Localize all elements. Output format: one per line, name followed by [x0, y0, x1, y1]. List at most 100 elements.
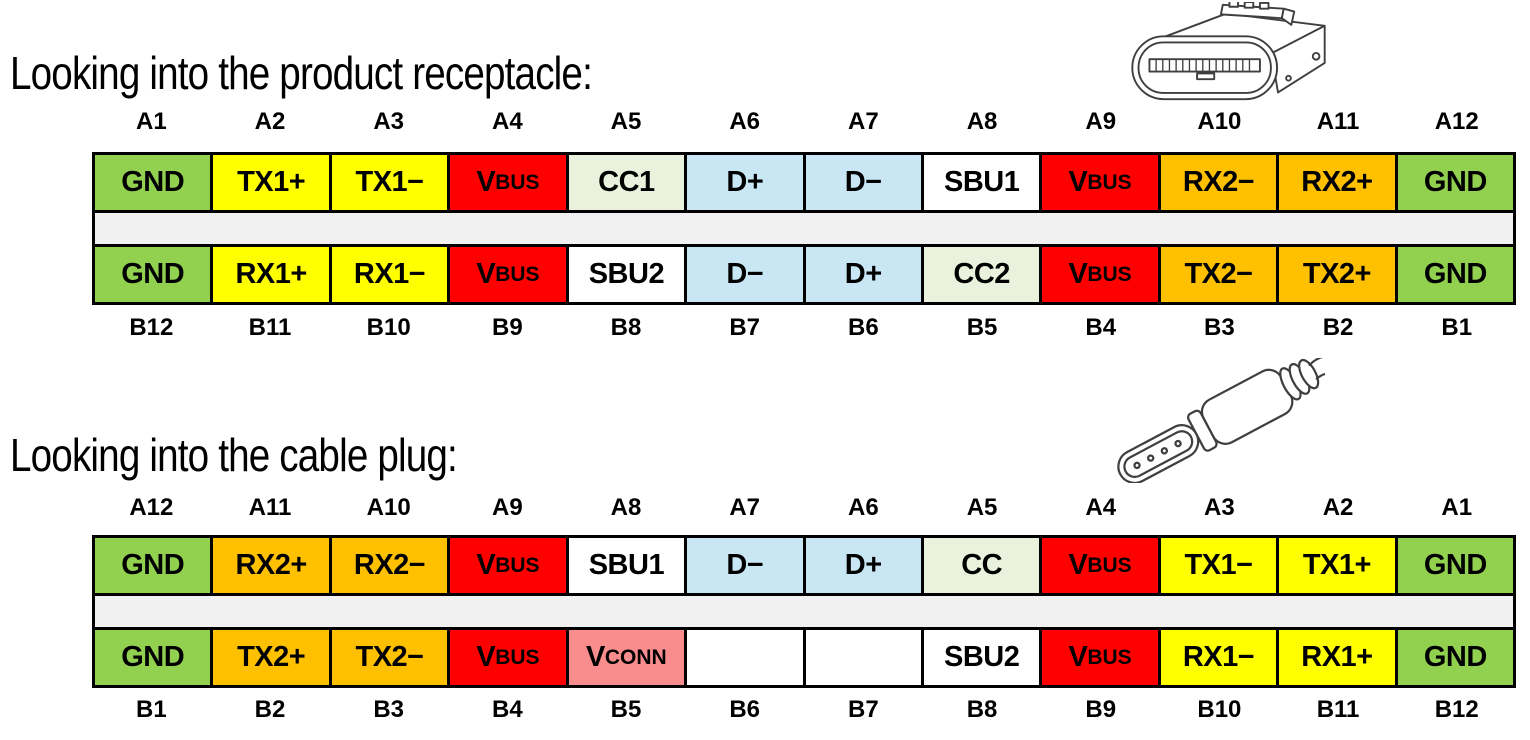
pin-cell-cc: CC: [920, 538, 1040, 593]
pin-cell-sbu1: SBU1: [565, 538, 685, 593]
pin-number-label: A4: [492, 108, 523, 135]
pin-cell-d+: D+: [684, 155, 803, 210]
pin-label: D−: [726, 258, 764, 290]
pin-cell-gnd: GND: [95, 538, 211, 593]
pin-cell-gnd: GND: [95, 155, 211, 210]
pin-label: GND: [121, 166, 185, 198]
pin-number-label: B11: [1316, 696, 1360, 723]
pin-label: V: [476, 258, 496, 290]
pin-label: GND: [1423, 641, 1487, 673]
pin-number-label: A8: [610, 494, 642, 521]
pin-cell-gnd: GND: [1394, 630, 1514, 685]
usbc-plug-icon: [1110, 358, 1325, 483]
pin-label-smallcaps: BUS: [495, 553, 540, 577]
pin-number-label: A9: [1085, 108, 1117, 135]
pin-label: RX2+: [1301, 166, 1373, 198]
pin-number-label: B6: [848, 314, 879, 341]
pin-label: CC2: [953, 258, 1010, 290]
pin-cell-rx2+: RX2+: [1276, 155, 1395, 210]
pin-number-label: B6: [729, 696, 761, 723]
pin-label: CC: [961, 549, 1003, 581]
pin-cell-gnd: GND: [95, 630, 211, 685]
pin-cell-rx1-: RX1−: [1157, 630, 1277, 685]
pin-number-label: A5: [966, 494, 998, 521]
pin-label: SBU1: [943, 166, 1020, 198]
pin-label-smallcaps: BUS: [495, 170, 540, 194]
pin-number-label: B11: [248, 314, 292, 341]
pin-label: V: [476, 641, 496, 673]
pin-cell-gnd: GND: [1394, 538, 1514, 593]
pin-number-label: A2: [1322, 494, 1354, 521]
pin-number-label: A3: [373, 108, 405, 135]
pin-number-label: A12: [1434, 108, 1479, 135]
pin-cell-empty: [684, 630, 803, 685]
pin-number-label: A8: [966, 108, 998, 135]
pin-label: TX1+: [1302, 549, 1372, 581]
pin-number-label: B2: [1322, 314, 1354, 341]
pin-label: V: [476, 549, 496, 581]
pin-cell-empty: [802, 630, 921, 685]
pin-label: TX1−: [355, 166, 424, 198]
pin-number-label: B1: [135, 696, 167, 723]
pin-label: GND: [1423, 258, 1487, 290]
pin-number-label: B12: [1434, 696, 1479, 723]
pin-number-label: B5: [966, 314, 998, 341]
pin-label: RX1+: [1301, 641, 1373, 673]
receptacle-section-title: Looking into the product receptacle:: [10, 47, 593, 99]
pin-number-label: A4: [1085, 494, 1117, 521]
pin-cell-tx1+: TX1+: [1276, 538, 1395, 593]
pin-number-label: B7: [848, 696, 879, 723]
pin-cell-d+: D+: [802, 538, 921, 593]
pin-label: D−: [844, 166, 882, 198]
pin-label: V: [1068, 166, 1088, 198]
pin-label: RX1+: [235, 258, 307, 290]
pin-label: V: [1068, 258, 1088, 290]
pin-number-label: B8: [966, 696, 998, 723]
pin-label: RX2−: [1182, 166, 1255, 198]
pin-cell-rx1+: RX1+: [1276, 630, 1395, 685]
pin-label: CC1: [598, 166, 655, 198]
pin-number-label: A1: [135, 108, 167, 135]
pin-number-label: A3: [1204, 494, 1235, 521]
pin-label-smallcaps: CONN: [604, 645, 667, 669]
pin-label: V: [1068, 641, 1088, 673]
pin-cell-d-: D−: [802, 155, 921, 210]
pin-label: GND: [121, 258, 185, 290]
pin-number-label: B12: [129, 314, 174, 341]
pin-cell-d+: D+: [802, 247, 921, 302]
pin-label: RX2+: [235, 549, 307, 581]
pin-cell-tx2+: TX2+: [1276, 247, 1395, 302]
pin-number-label: B5: [610, 696, 642, 723]
pin-cell-gnd: GND: [1394, 247, 1514, 302]
pin-label: TX1+: [237, 166, 306, 198]
pin-label: TX2−: [355, 641, 424, 673]
pin-number-label: B3: [373, 696, 405, 723]
pin-cell-d-: D−: [684, 538, 803, 593]
pin-cell-d-: D−: [684, 247, 803, 302]
pin-label-smallcaps: BUS: [1087, 645, 1132, 669]
pin-cell-tx2-: TX2−: [328, 630, 448, 685]
pin-number-label: B8: [610, 314, 642, 341]
pin-number-label: B10: [366, 314, 411, 341]
pin-label: RX1−: [1182, 641, 1255, 673]
pin-label-smallcaps: BUS: [495, 262, 540, 286]
pin-label: D+: [844, 549, 882, 581]
pin-label: GND: [121, 641, 185, 673]
pin-number-label: A10: [366, 494, 411, 521]
pin-number-label: A1: [1441, 494, 1473, 521]
pin-number-label: A6: [729, 108, 761, 135]
usbc-receptacle-icon: [1126, 2, 1331, 102]
pin-label-smallcaps: BUS: [495, 645, 540, 669]
pin-number-label: A7: [729, 494, 761, 521]
pin-number-label: A11: [1316, 108, 1360, 135]
pin-label: SBU2: [588, 258, 665, 290]
pin-label: SBU2: [943, 641, 1020, 673]
pin-cell-cc1: CC1: [565, 155, 685, 210]
